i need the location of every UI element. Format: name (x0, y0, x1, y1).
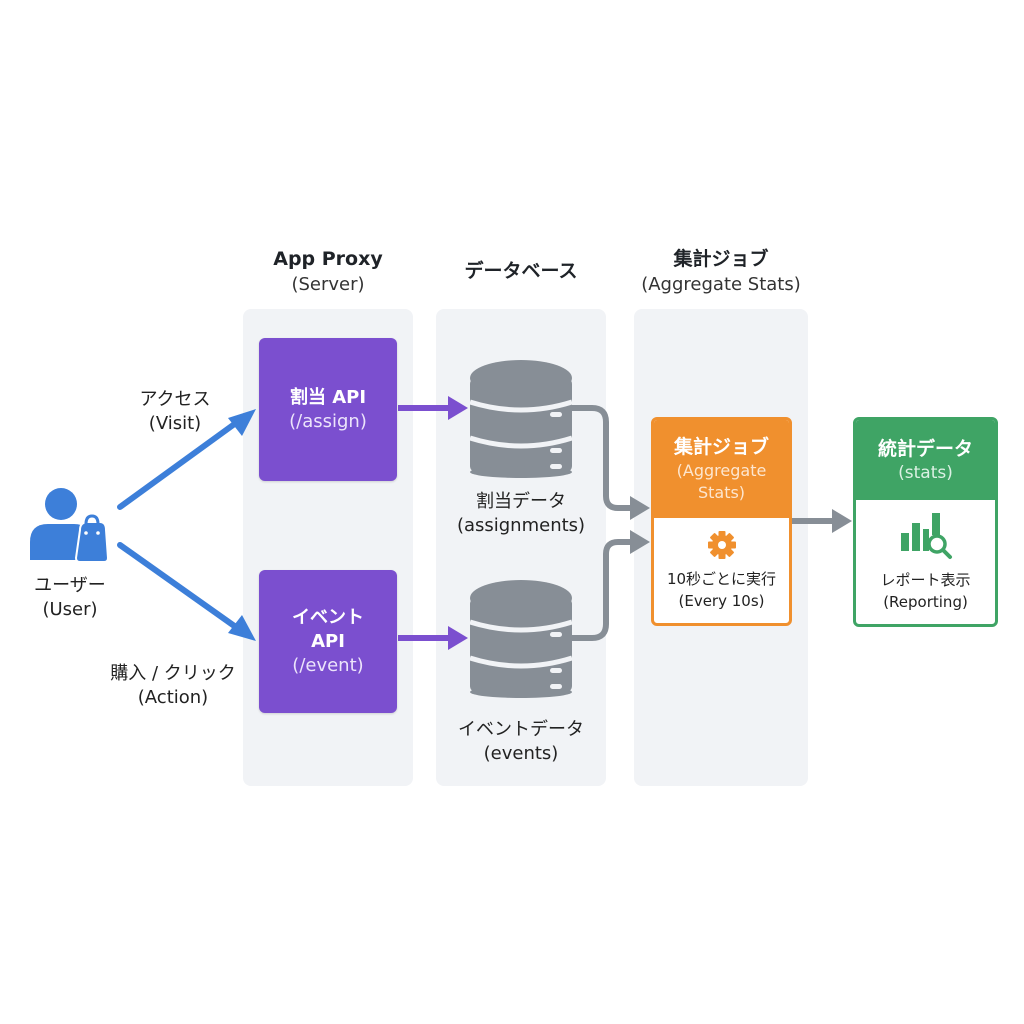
visit-label-jp: アクセス (139, 389, 211, 410)
user-label: ユーザー (User) (10, 574, 130, 622)
visit-label: アクセス (Visit) (105, 388, 245, 436)
arrow-action (117, 542, 256, 641)
gear-icon (707, 530, 736, 559)
lane-title-main: 集計ジョブ (673, 248, 769, 270)
stats-subtitle: (stats) (898, 463, 953, 483)
assignments-db-label-en: (assignments) (456, 515, 586, 536)
assign-api-path: (/assign) (289, 410, 367, 432)
aggregate-job-detail-en: (Every 10s) (678, 591, 765, 610)
action-label-jp: 購入 / クリック (110, 663, 236, 684)
shopping-bag-icon (74, 514, 110, 563)
assignments-db-label-jp: 割当データ (476, 491, 566, 512)
arrow-visit (117, 409, 256, 510)
stats-detail-jp: レポート表示 (880, 571, 971, 589)
database-icon (469, 360, 573, 478)
lane-title-aggregate-job: 集計ジョブ (Aggregate Stats) (611, 246, 831, 298)
aggregate-job-title: 集計ジョブ (673, 436, 769, 458)
stats-detail-en: (Reporting) (883, 593, 968, 611)
events-db-label-jp: イベントデータ (458, 719, 584, 740)
aggregate-job-detail-jp: 10秒ごとに実行 (666, 569, 777, 588)
lane-title-app-proxy: App Proxy (Server) (228, 246, 428, 298)
arrow-events-to-job (572, 530, 650, 641)
lane-title-sub: (Aggregate Stats) (641, 274, 801, 295)
action-label: 購入 / クリック (Action) (83, 662, 263, 710)
aggregate-job-body: 10秒ごとに実行 (Every 10s) (654, 518, 789, 623)
stats-title: 統計データ (877, 438, 973, 460)
events-db-label-en: (events) (483, 743, 559, 764)
event-api-box[interactable]: イベント API (/event) (259, 570, 397, 713)
event-api-path: (/event) (292, 654, 364, 676)
stats-header: 統計データ (stats) (856, 420, 995, 500)
stats-card[interactable]: 統計データ (stats) レポート表示 (Reporting) (853, 417, 998, 627)
lane-title-sub: (Server) (291, 274, 365, 295)
user-label-en: (User) (42, 599, 98, 620)
lane-title-main: データベース (464, 260, 578, 282)
arrow-assign-to-db (398, 396, 468, 420)
visit-label-en: (Visit) (148, 413, 202, 434)
stats-body: レポート表示 (Reporting) (856, 500, 995, 624)
assignments-db-label: 割当データ (assignments) (436, 490, 606, 538)
user-label-jp: ユーザー (34, 575, 106, 596)
event-api-title-line1: イベント (292, 606, 364, 628)
aggregate-job-subtitle-1: (Aggregate (676, 461, 767, 480)
event-api-title-line2: API (311, 630, 345, 652)
assign-api-box[interactable]: 割当 API (/assign) (259, 338, 397, 481)
aggregate-job-card[interactable]: 集計ジョブ (Aggregate Stats) 10秒ごとに実行 (Every … (651, 417, 792, 626)
assign-api-title: 割当 API (289, 386, 367, 408)
action-label-en: (Action) (137, 687, 209, 708)
aggregate-job-header: 集計ジョブ (Aggregate Stats) (654, 420, 789, 518)
bar-chart-magnifier-icon (900, 513, 952, 559)
arrow-assignments-to-job (572, 405, 650, 520)
arrow-job-to-stats (792, 509, 852, 533)
aggregate-job-subtitle-2: Stats) (697, 483, 746, 502)
lane-title-main: App Proxy (273, 248, 383, 270)
events-db-label: イベントデータ (events) (436, 718, 606, 766)
lane-title-database: データベース (421, 258, 621, 284)
database-icon (469, 580, 573, 698)
arrow-event-to-db (398, 626, 468, 650)
